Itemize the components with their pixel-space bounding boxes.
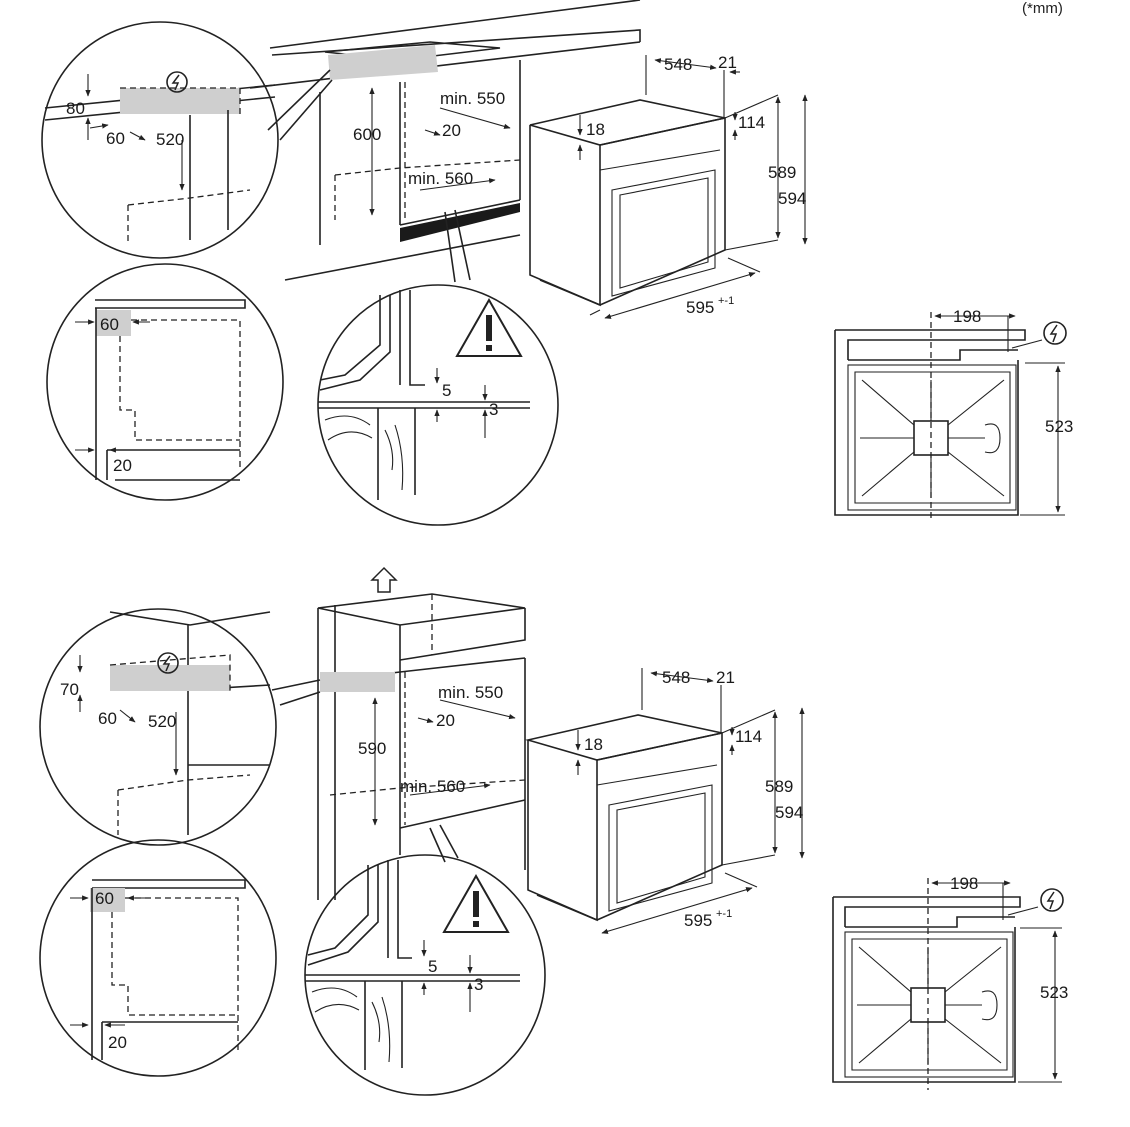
power-socket-icon: [166, 71, 188, 93]
bottom-detail-socket-circle: [39, 608, 277, 846]
bottom-dim-21: 21: [716, 668, 735, 687]
power-socket-icon: [1043, 321, 1067, 345]
top-dim-60a: 60: [106, 129, 125, 148]
top-cabinet-drawing: [249, 0, 641, 281]
bottom-dim-60a: 60: [98, 709, 117, 728]
top-dim-5: 5: [442, 381, 451, 400]
top-oven-plan-view: [834, 312, 1065, 520]
top-detail-gap-circle: [317, 284, 559, 526]
bottom-dim-18: 18: [584, 735, 603, 754]
bottom-cabinet-drawing: [317, 593, 526, 900]
top-dim-60b: 60: [100, 315, 119, 334]
top-dim-min550: min. 550: [440, 89, 505, 108]
top-dim-548: 548: [664, 55, 692, 74]
bottom-dim-548: 548: [662, 668, 690, 687]
bottom-dim-595: 595: [684, 911, 712, 930]
top-tolerance: +-1: [718, 295, 734, 307]
top-dim-589: 589: [768, 163, 796, 182]
bottom-dim-20b: 20: [108, 1033, 127, 1052]
bottom-dim-114: 114: [735, 727, 762, 746]
bottom-dim-min550: min. 550: [438, 683, 503, 702]
top-dim-20: 20: [442, 121, 461, 140]
bottom-detail-corner-circle: [39, 839, 277, 1077]
warning-triangle-icon: [442, 873, 510, 933]
top-oven-drawing: [529, 55, 808, 319]
bottom-dim-520: 520: [148, 712, 176, 731]
bottom-dim-60b: 60: [95, 889, 114, 908]
bottom-dim-523: 523: [1040, 983, 1068, 1002]
bottom-oven-plan-view: [832, 878, 1062, 1090]
top-dim-520: 520: [156, 130, 184, 149]
top-dim-594: 594: [778, 189, 806, 208]
top-dim-595: 595: [686, 298, 714, 317]
top-dim-600: 600: [353, 125, 381, 144]
bottom-detail-gap-circle: [304, 854, 546, 1096]
bottom-dim-5: 5: [428, 957, 437, 976]
bottom-dim-589: 589: [765, 777, 793, 796]
bottom-dim-3: 3: [474, 975, 483, 994]
bottom-dim-198: 198: [950, 874, 978, 893]
warning-triangle-icon: [455, 297, 523, 357]
bottom-dim-590: 590: [358, 739, 386, 758]
bottom-dim-70: 70: [60, 680, 79, 699]
top-dim-20b: 20: [113, 456, 132, 475]
top-dim-18: 18: [586, 120, 605, 139]
top-dim-114: 114: [738, 113, 765, 132]
bottom-oven-drawing: [524, 668, 805, 934]
bottom-dim-min560: min. 560: [400, 777, 465, 796]
top-dim-3: 3: [489, 400, 498, 419]
power-socket-icon: [1040, 888, 1064, 912]
power-socket-icon: [157, 652, 179, 674]
top-detail-corner-circle: [46, 263, 284, 501]
top-dim-21: 21: [718, 53, 737, 72]
up-arrow-icon: [370, 566, 398, 593]
top-detail-socket-circle: [41, 21, 279, 259]
top-dim-523: 523: [1045, 417, 1073, 436]
bottom-dim-20: 20: [436, 711, 455, 730]
bottom-dim-594: 594: [775, 803, 803, 822]
unit-note: (*mm): [1022, 0, 1063, 17]
top-dim-min560: min. 560: [408, 169, 473, 188]
top-dim-80: 80: [66, 99, 85, 118]
bottom-tolerance: +-1: [716, 908, 732, 920]
top-dim-198: 198: [953, 307, 981, 326]
